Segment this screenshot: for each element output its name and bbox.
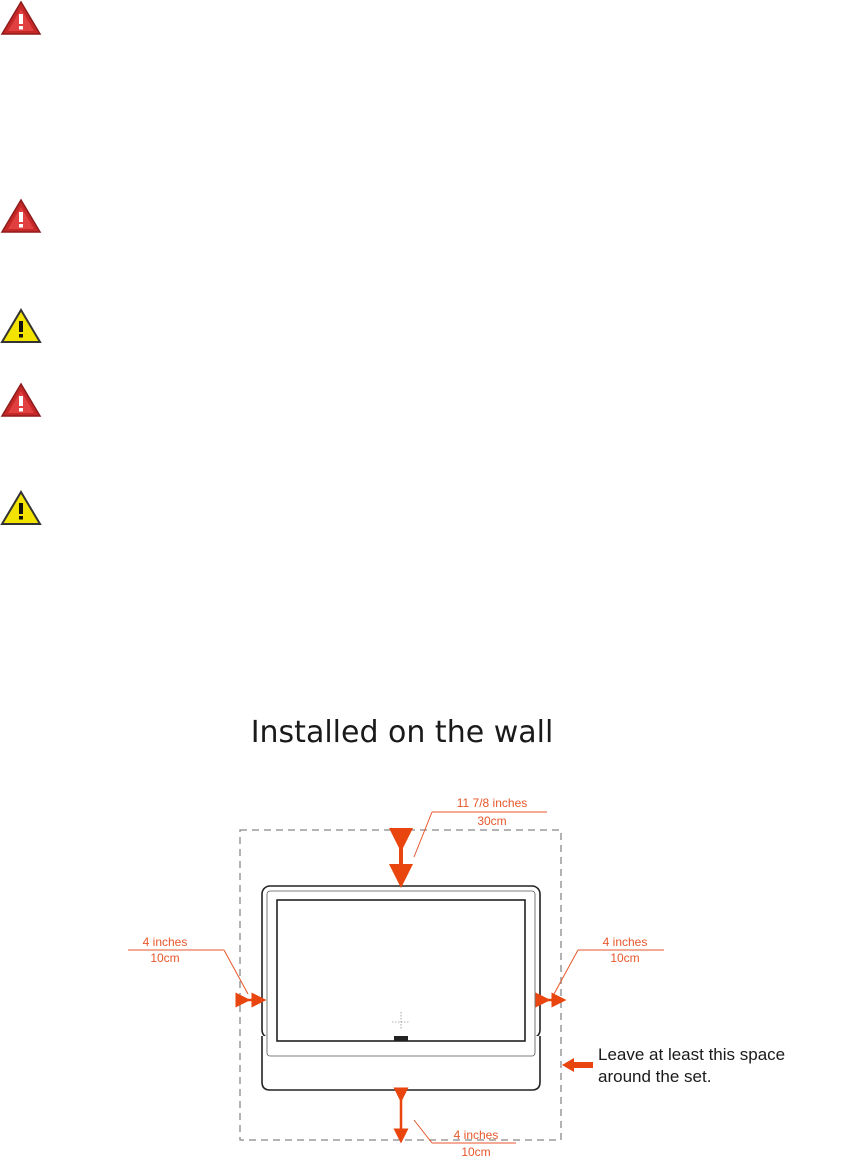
- yellow-caution-triangle-icon: [0, 490, 42, 526]
- diagram-title: Installed on the wall: [251, 715, 554, 750]
- red-warning-triangle-icon: [0, 382, 42, 418]
- space-note-line2: around the set.: [598, 1067, 711, 1086]
- wall-installation-diagram: Installed on the wall 11 7/8 inches 30cm…: [128, 715, 785, 1159]
- left-clearance-inches: 4 inches: [143, 935, 188, 949]
- monitor-logo: [394, 1036, 408, 1041]
- red-warning-triangle-icon: [0, 0, 42, 36]
- bottom-clearance-cm: 10cm: [461, 1145, 490, 1159]
- note-arrow: [562, 1058, 593, 1072]
- monitor-illustration: [261, 885, 541, 1091]
- left-clearance-cm: 10cm: [150, 951, 179, 965]
- top-clearance-cm: 30cm: [477, 814, 506, 828]
- space-note-line1: Leave at least this space: [598, 1045, 785, 1064]
- bottom-clearance-inches: 4 inches: [454, 1128, 499, 1142]
- right-clearance-cm: 10cm: [610, 951, 639, 965]
- yellow-caution-triangle-icon: [0, 308, 42, 344]
- right-clearance-inches: 4 inches: [603, 935, 648, 949]
- red-warning-triangle-icon: [0, 198, 42, 234]
- top-clearance-inches: 11 7/8 inches: [457, 796, 528, 810]
